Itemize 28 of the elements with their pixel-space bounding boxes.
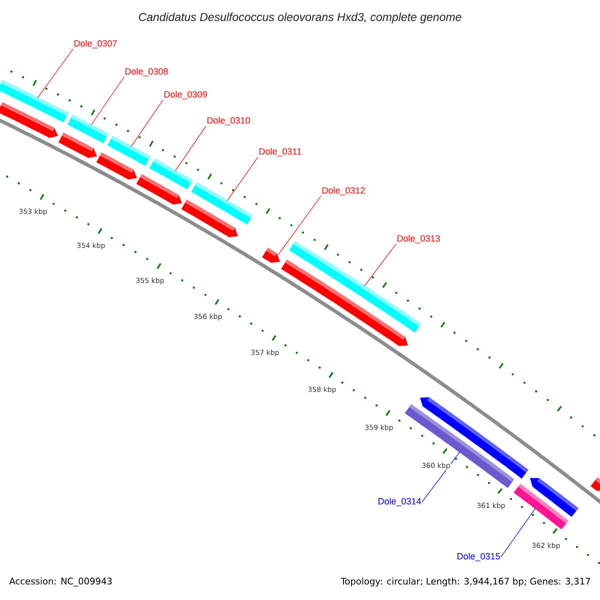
gene-bar (514, 484, 568, 530)
gene-label: Dole_0307 (74, 40, 117, 48)
gene-label: Dole_0311 (259, 148, 302, 156)
gene-label: Dole_0315 (458, 552, 500, 562)
accession-text: Accession: NC_009943 (9, 578, 112, 586)
gene-block (281, 260, 408, 346)
gene-block (96, 152, 137, 180)
gene-block (181, 200, 238, 238)
leader-line (37, 48, 74, 98)
gene-block (136, 174, 182, 205)
gene-label: Dole_0308 (125, 68, 168, 76)
gene-label: Dole_0312 (322, 187, 365, 196)
gene-label: Dole_0309 (164, 91, 207, 100)
title: Candidatus Desulfococcus oleovorans Hxd3, complete genome (138, 12, 462, 24)
gene-block (0, 102, 58, 138)
leader-line (227, 156, 258, 201)
leader-line (278, 196, 322, 256)
gene-block (262, 248, 280, 263)
leader-line (90, 76, 124, 126)
leader-line (364, 244, 396, 286)
gene-label: Dole_0310 (207, 117, 250, 126)
gene-block (590, 477, 600, 492)
genome-info-text: Topology: circular; Length: 3,944,167 bp; Genes: 3,317 (340, 578, 590, 586)
gene-label: Dole_0313 (397, 235, 440, 244)
leader-line (130, 100, 164, 147)
gene-label: Dole_0314 (378, 498, 422, 506)
leader-line (422, 452, 460, 502)
gene-block (58, 132, 97, 158)
